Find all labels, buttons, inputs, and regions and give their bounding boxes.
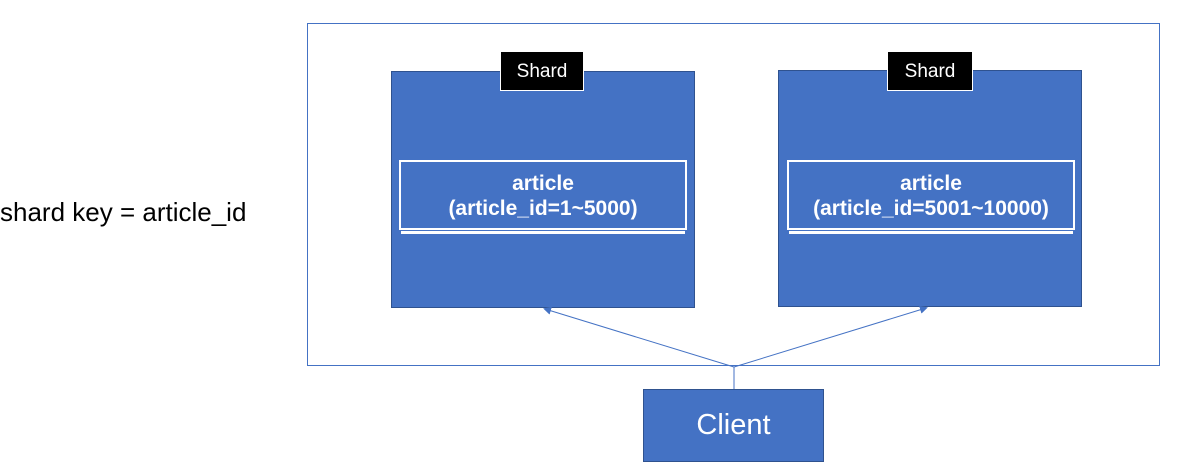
table-name-1: article — [512, 172, 574, 195]
article-table-2: article (article_id=5001~10000) — [787, 160, 1075, 234]
shard-tag-2: Shard — [887, 51, 973, 91]
table-name-2: article — [900, 172, 962, 195]
table-range-2: (article_id=5001~10000) — [813, 197, 1049, 220]
table-range-1: (article_id=1~5000) — [448, 197, 638, 220]
client-node: Client — [643, 389, 824, 462]
table-underline-2 — [789, 231, 1073, 234]
table-underline-1 — [401, 231, 685, 234]
shard-tag-1: Shard — [500, 51, 584, 91]
article-table-1: article (article_id=1~5000) — [399, 160, 687, 234]
shard-key-label: shard key = article_id — [0, 197, 247, 227]
